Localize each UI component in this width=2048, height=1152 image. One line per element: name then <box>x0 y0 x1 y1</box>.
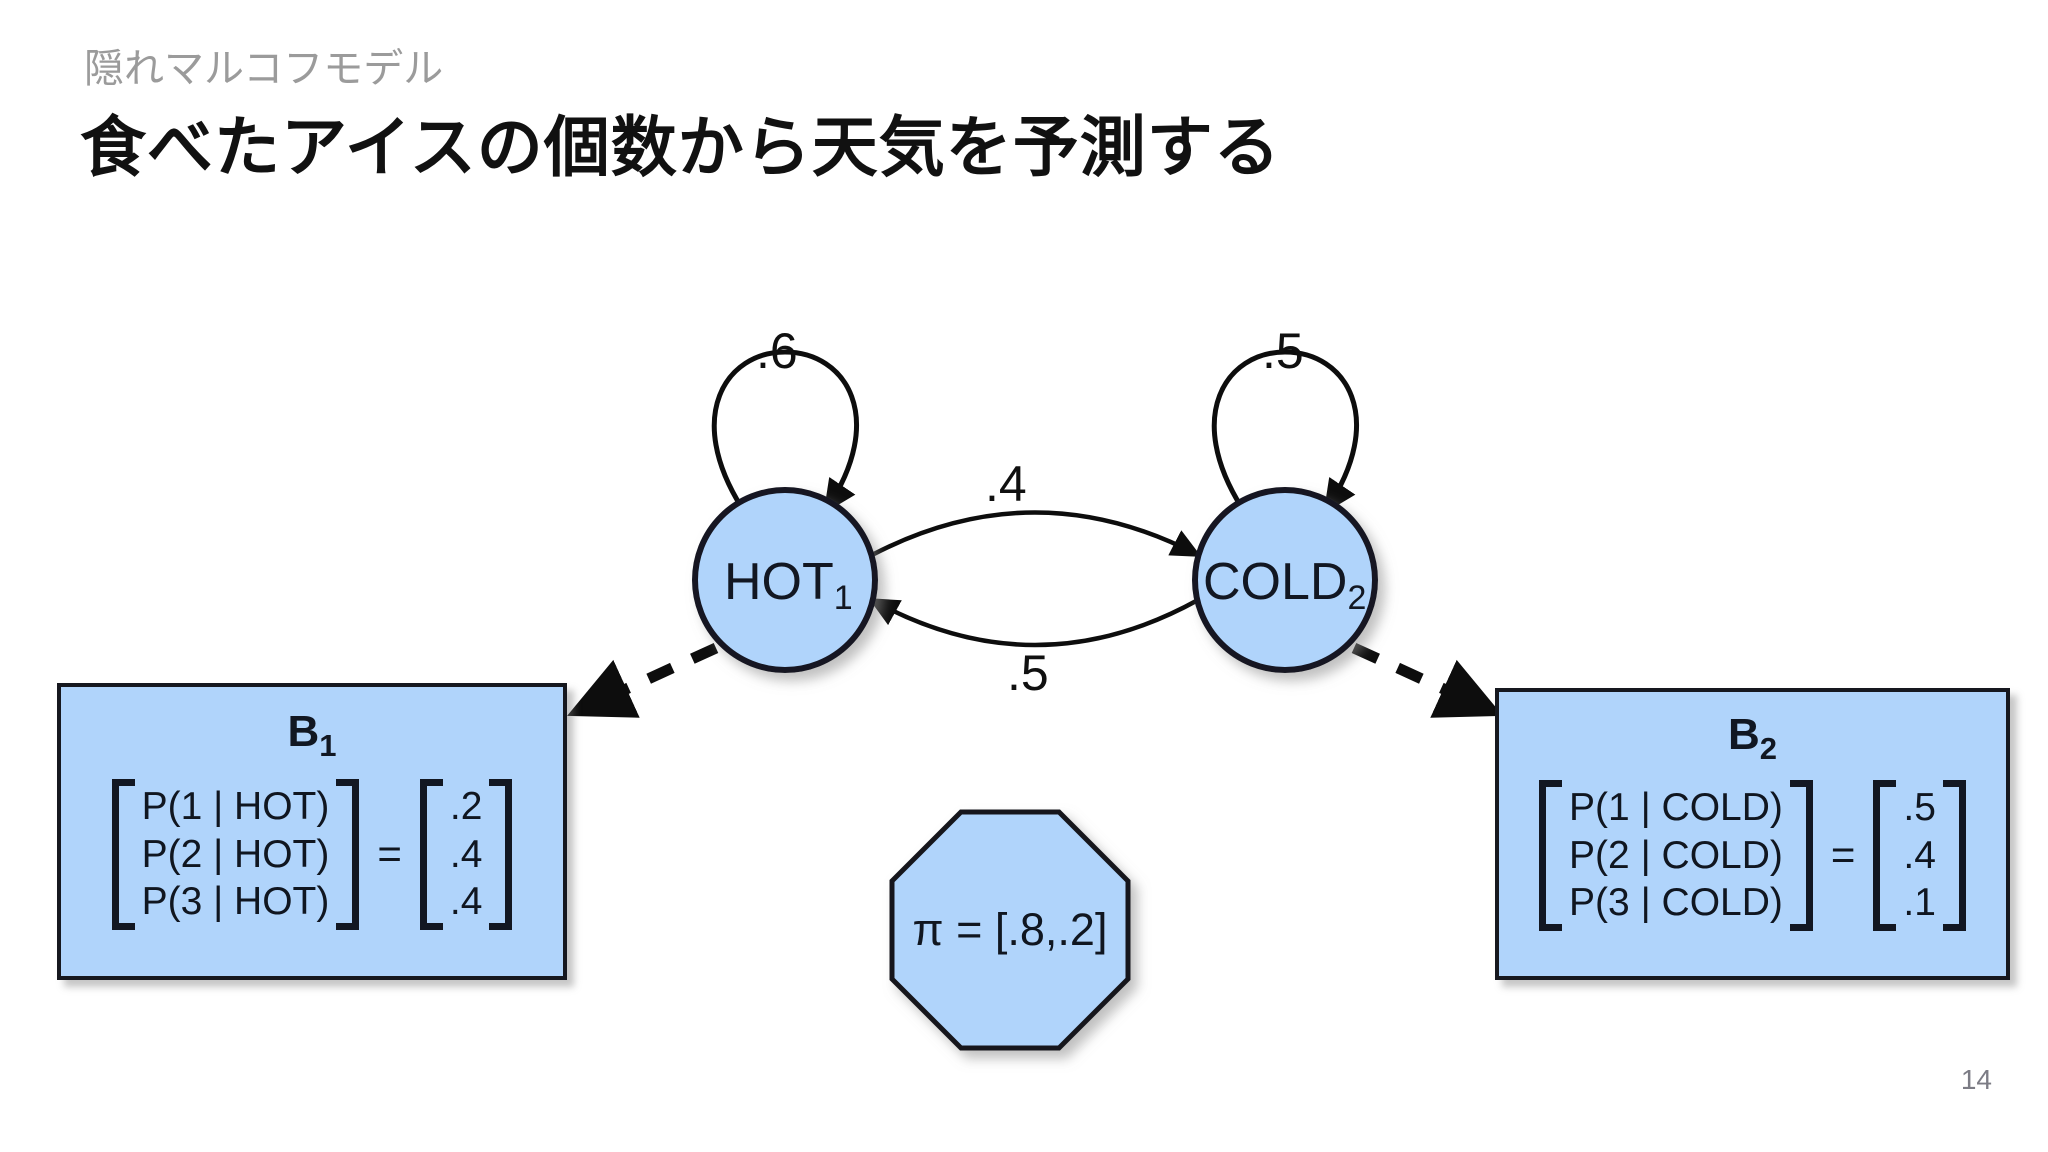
b2-value-1: .4 <box>1903 833 1936 877</box>
b1-title-subscript: 1 <box>319 727 337 763</box>
b2-row-2: P(3 | COLD) <box>1569 881 1783 925</box>
state-node-cold-label: COLD2 <box>1203 552 1366 618</box>
slide-title: 食べたアイスの個数から天気を予測する <box>80 109 1281 186</box>
b1-row-1: P(2 | HOT) <box>141 832 330 876</box>
hot-label-text: HOT <box>724 553 834 611</box>
emission-box-b1: B1 P(1 | HOT) P(2 | HOT) P(3 | HOT) = .2… <box>57 683 567 980</box>
page-number: 14 <box>1960 1064 1992 1095</box>
cold-label-subscript: 2 <box>1347 579 1367 618</box>
emission-box-b2: B2 P(1 | COLD) P(2 | COLD) P(3 | COLD) =… <box>1495 688 2010 980</box>
b1-value-0: .2 <box>449 785 483 828</box>
b2-lhs-bracket: P(1 | COLD) P(2 | COLD) P(3 | COLD) <box>1539 780 1813 931</box>
b2-value-0: .5 <box>1903 786 1936 829</box>
b2-title-text: B <box>1727 710 1760 759</box>
cold-label-text: COLD <box>1203 553 1348 611</box>
emission-box-b1-title: B1 <box>61 707 563 764</box>
b2-equals-sign: = <box>1830 831 1856 879</box>
transition-hot-to-cold-label: .4 <box>985 456 1027 512</box>
b1-equals-sign: = <box>377 830 402 878</box>
b2-rhs-bracket: .5 .4 .1 <box>1873 780 1966 931</box>
b1-value-2: .4 <box>449 880 483 924</box>
b1-title-text: B <box>287 707 320 756</box>
hot-label-subscript: 1 <box>833 579 853 618</box>
self-loop-hot-label: .6 <box>756 323 798 379</box>
b1-row-0: P(1 | HOT) <box>141 785 330 828</box>
initial-distribution-octagon <box>889 809 1131 1051</box>
transition-hot-to-cold <box>870 510 1202 557</box>
state-node-hot-label: HOT1 <box>724 552 853 618</box>
b2-row-0: P(1 | COLD) <box>1569 786 1783 829</box>
b1-rhs-bracket: .2 .4 .4 <box>419 779 513 930</box>
transition-cold-to-hot-label: .5 <box>1007 645 1049 701</box>
emission-link-hot <box>567 642 719 718</box>
b1-row-2: P(3 | HOT) <box>141 880 330 924</box>
b1-value-1: .4 <box>449 832 483 876</box>
emission-box-b2-title: B2 <box>1499 710 2006 767</box>
self-loop-cold <box>1211 349 1359 514</box>
slide-subtitle: 隠れマルコフモデル <box>84 46 444 92</box>
state-node-cold <box>1192 487 1378 673</box>
self-loop-cold-label: .5 <box>1262 323 1304 379</box>
state-node-hot <box>692 487 878 673</box>
emission-link-cold <box>1351 642 1503 718</box>
emission-box-b1-matrix: P(1 | HOT) P(2 | HOT) P(3 | HOT) = .2 .4… <box>61 779 563 930</box>
b2-title-subscript: 2 <box>1759 730 1778 766</box>
b2-value-2: .1 <box>1903 881 1936 925</box>
b1-lhs-bracket: P(1 | HOT) P(2 | HOT) P(3 | HOT) <box>111 779 360 930</box>
transition-cold-to-hot <box>868 598 1200 648</box>
initial-distribution-label: π = [.8,.2] <box>912 904 1108 955</box>
self-loop-hot <box>711 349 859 514</box>
b2-row-1: P(2 | COLD) <box>1569 833 1783 877</box>
emission-box-b2-matrix: P(1 | COLD) P(2 | COLD) P(3 | COLD) = .5… <box>1499 780 2006 931</box>
